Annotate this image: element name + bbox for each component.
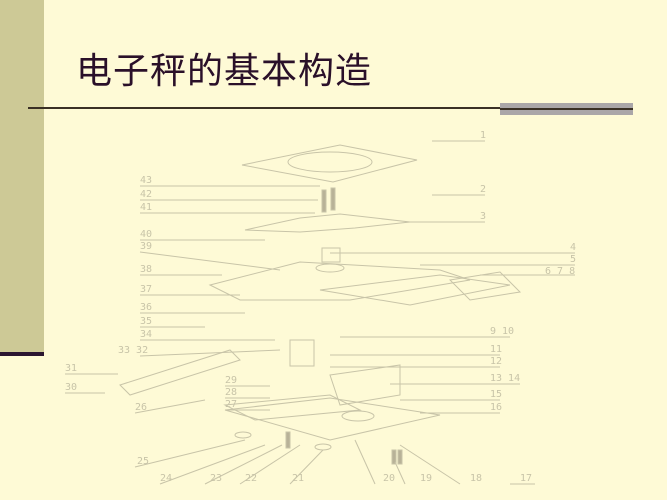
callout-label: 28 (225, 387, 237, 398)
callout-label: 16 (490, 402, 502, 413)
callout-label: 2 (480, 184, 486, 195)
title-divider (28, 107, 632, 109)
callout-label: 41 (140, 202, 152, 213)
scale-drawing (65, 140, 575, 485)
base-plate-upper (223, 394, 362, 421)
callout-label: 35 (140, 316, 152, 327)
keypad (448, 271, 522, 301)
screw-43 (321, 189, 327, 213)
callout-label: 25 (137, 456, 149, 467)
support-post (321, 247, 341, 263)
callout-label: 33 32 (118, 345, 148, 356)
callout-label: 23 (210, 473, 222, 484)
screw-42 (330, 187, 336, 211)
weighing-pan (241, 144, 418, 183)
sidebar-strip-edge (0, 352, 44, 356)
load-cell-block (289, 339, 315, 367)
callout-label: 27 (225, 399, 237, 410)
callout-label: 11 (490, 344, 502, 355)
callout-label: 19 (420, 473, 432, 484)
foot-screw-right-a (391, 449, 397, 465)
callout-label: 4 (570, 242, 576, 253)
base-plate (224, 397, 441, 441)
callout-label: 1 (480, 130, 486, 141)
callout-label: 13 14 (490, 373, 520, 384)
callout-label: 6 7 8 (545, 266, 575, 277)
callout-label: 42 (140, 189, 152, 200)
foot-screw (285, 431, 291, 449)
callout-label: 31 (65, 363, 77, 374)
sidebar-strip (0, 0, 44, 352)
pan-support (244, 213, 411, 233)
callout-label: 15 (490, 389, 502, 400)
callout-label: 3 (480, 211, 486, 222)
callout-label: 40 (140, 229, 152, 240)
callout-label: 39 (140, 241, 152, 252)
right-callout-labels: 1 2 3 4 5 6 7 8 9 10 11 12 13 14 15 16 (480, 130, 576, 413)
left-callout-labels: 43 42 41 40 39 38 37 36 35 34 33 32 31 3… (65, 175, 304, 484)
callout-label: 20 (383, 473, 395, 484)
foot-screw-right-b (397, 449, 403, 465)
callout-label: 30 (65, 382, 77, 393)
top-housing (208, 261, 471, 301)
callout-label: 24 (160, 473, 172, 484)
callout-label: 26 (135, 402, 147, 413)
callout-label: 34 (140, 329, 152, 340)
title-divider-accent-line (500, 108, 633, 110)
callout-label: 9 10 (490, 326, 514, 337)
pan-recess (287, 151, 373, 173)
callout-label: 12 (490, 356, 502, 367)
callout-label: 18 (470, 473, 482, 484)
slide-title: 电子秤的基本构造 (76, 51, 373, 92)
electronics-box (329, 364, 401, 406)
foot-center (314, 443, 332, 451)
base-ring (341, 410, 375, 422)
display-panel (319, 274, 511, 306)
side-panel (119, 349, 241, 396)
callout-label: 36 (140, 302, 152, 313)
callout-label: 43 (140, 175, 152, 186)
foot-left (234, 431, 252, 439)
bottom-callout-labels: 20 19 18 17 (383, 473, 532, 484)
callout-label: 22 (245, 473, 257, 484)
callout-label: 5 (570, 254, 576, 265)
callout-label: 37 (140, 284, 152, 295)
callout-label: 21 (292, 473, 304, 484)
callout-label: 17 (520, 473, 532, 484)
callout-label: 38 (140, 264, 152, 275)
housing-hole (315, 263, 345, 273)
callout-label: 29 (225, 375, 237, 386)
